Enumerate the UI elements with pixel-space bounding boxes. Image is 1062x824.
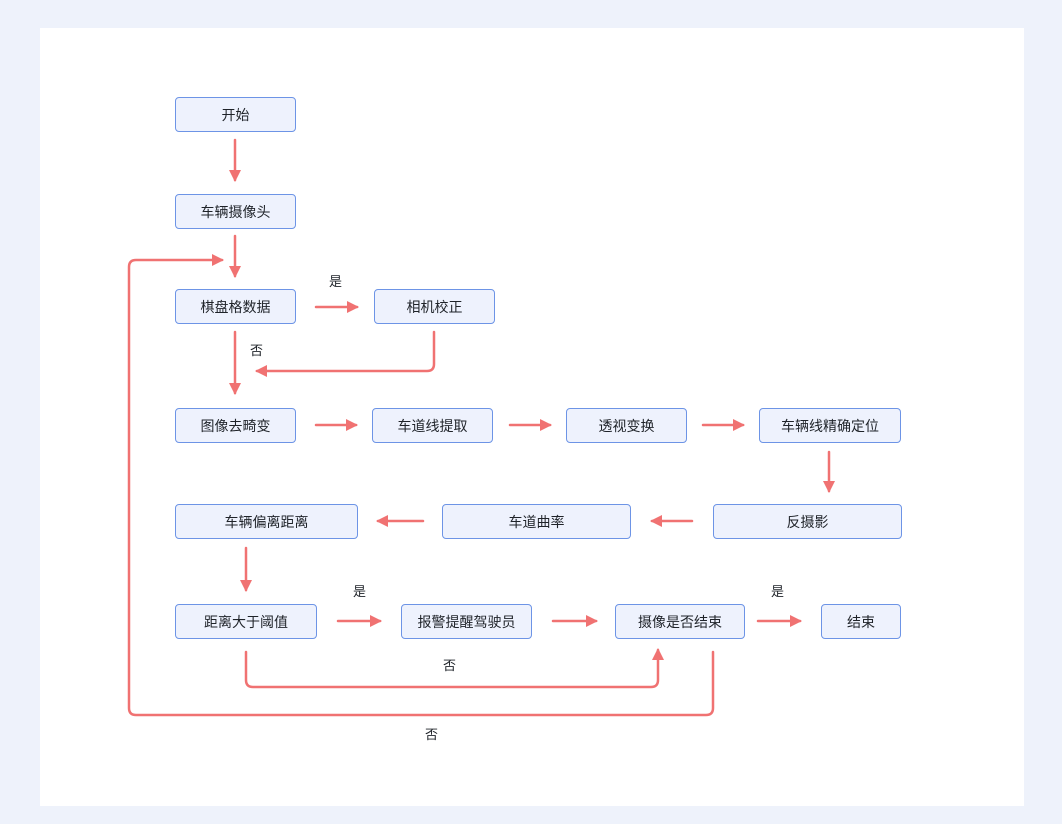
arrow-threshold-no — [244, 648, 664, 689]
node-lane-extract: 车道线提取 — [372, 408, 493, 443]
node-inverse-projection: 反摄影 — [713, 504, 902, 539]
label-check-no: 否 — [425, 728, 439, 743]
label-chessboard-no: 否 — [250, 344, 264, 359]
label-chessboard-yes: 是 — [329, 275, 343, 290]
node-offset-distance: 车辆偏离距离 — [175, 504, 358, 539]
node-curvature: 车道曲率 — [442, 504, 631, 539]
arrow-calibration-return — [255, 330, 436, 377]
node-end: 结束 — [821, 604, 901, 639]
label-threshold-no: 否 — [443, 659, 457, 674]
node-lane-locate: 车辆线精确定位 — [759, 408, 901, 443]
node-threshold-check: 距离大于阈值 — [175, 604, 317, 639]
arrow-check-no-loop — [127, 254, 715, 717]
node-start: 开始 — [175, 97, 296, 132]
node-calibration: 相机校正 — [374, 289, 495, 324]
node-undistort: 图像去畸变 — [175, 408, 296, 443]
label-threshold-yes: 是 — [353, 585, 367, 600]
node-capture-ended-check: 摄像是否结束 — [615, 604, 745, 639]
node-perspective: 透视变换 — [566, 408, 687, 443]
node-chessboard: 棋盘格数据 — [175, 289, 296, 324]
node-alarm-driver: 报警提醒驾驶员 — [401, 604, 532, 639]
node-camera: 车辆摄像头 — [175, 194, 296, 229]
label-check-yes: 是 — [771, 585, 785, 600]
